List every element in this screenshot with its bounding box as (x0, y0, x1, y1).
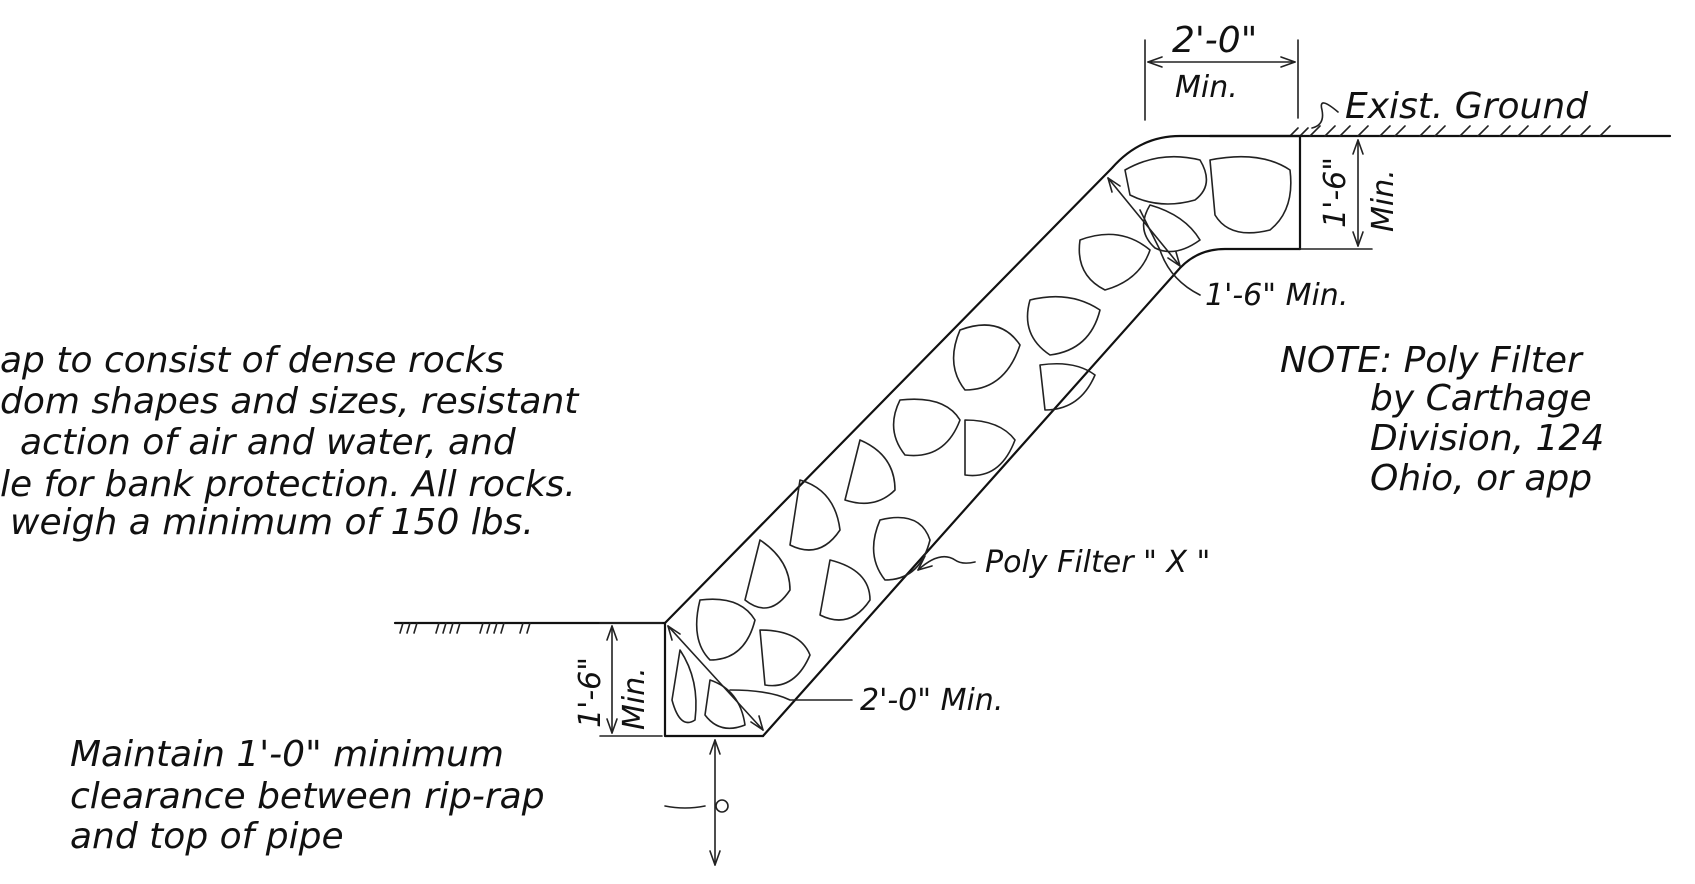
toe-ground-line (393, 621, 667, 634)
toe-depth-value: 1'-6" (573, 657, 608, 728)
right-note-line-3: Division, 124 (1370, 418, 1604, 459)
top-depth-dimension: 1'-6" Min. (1299, 139, 1401, 250)
slope-thickness-dimension: 1'-6" Min. (1107, 177, 1348, 313)
left-note-line-2: dom shapes and sizes, resistant (0, 381, 580, 422)
exist-ground-callout: Exist. Ground (1311, 86, 1589, 129)
existing-ground-line (1208, 125, 1672, 138)
left-note: ap to consist of dense rocks dom shapes … (0, 340, 580, 543)
left-note-line-4: le for bank protection. All rocks. (0, 464, 576, 505)
poly-filter-label: Poly Filter " X " (985, 545, 1210, 580)
toe-thickness-label: 2'-0" Min. (860, 683, 1003, 718)
toe-depth-min: Min. (617, 667, 652, 730)
slope-thickness-label: 1'-6" Min. (1205, 278, 1348, 313)
top-width-dimension: 2'-0" Min. (1144, 20, 1299, 121)
clearance-note-line-3: and top of pipe (70, 816, 344, 857)
left-note-line-1: ap to consist of dense rocks (0, 340, 504, 381)
left-note-line-5: weigh a minimum of 150 lbs. (10, 502, 534, 543)
riprap-stones (671, 155, 1292, 730)
left-note-line-3: action of air and water, and (20, 422, 517, 463)
right-note-line-1: NOTE: Poly Filter (1280, 340, 1584, 381)
clearance-note-line-2: clearance between rip-rap (70, 776, 545, 817)
toe-depth-dimension: 1'-6" Min. (573, 622, 663, 737)
right-note: NOTE: Poly Filter by Carthage Division, … (1280, 340, 1604, 499)
exist-ground-label: Exist. Ground (1345, 86, 1589, 127)
top-width-value: 2'-0" (1172, 20, 1257, 61)
right-note-line-2: by Carthage (1370, 378, 1592, 419)
riprap-outline (663, 134, 1302, 738)
clearance-note: Maintain 1'-0" minimum clearance between… (70, 734, 545, 857)
toe-thickness-dimension: 2'-0" Min. (667, 625, 1003, 731)
poly-filter-callout: Poly Filter " X " (917, 545, 1210, 580)
right-note-line-4: Ohio, or app (1370, 458, 1592, 499)
top-depth-value: 1'-6" (1318, 157, 1353, 228)
clearance-note-line-1: Maintain 1'-0" minimum (70, 734, 504, 775)
clearance-arrow (664, 739, 729, 866)
top-width-min: Min. (1175, 70, 1238, 105)
top-depth-min: Min. (1366, 169, 1401, 232)
